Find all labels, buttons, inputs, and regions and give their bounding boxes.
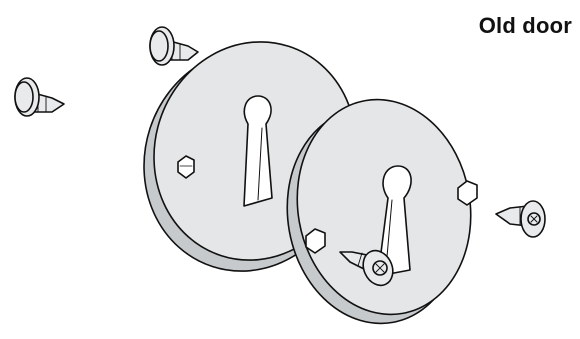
back-left-screw-hole-icon: [178, 156, 194, 178]
back-keyhole-icon: [244, 96, 272, 206]
left-screw-icon: [15, 78, 64, 116]
top-screw-icon: [150, 27, 198, 65]
right-screw-icon: [496, 201, 545, 237]
figure-label: Old door: [479, 13, 572, 39]
